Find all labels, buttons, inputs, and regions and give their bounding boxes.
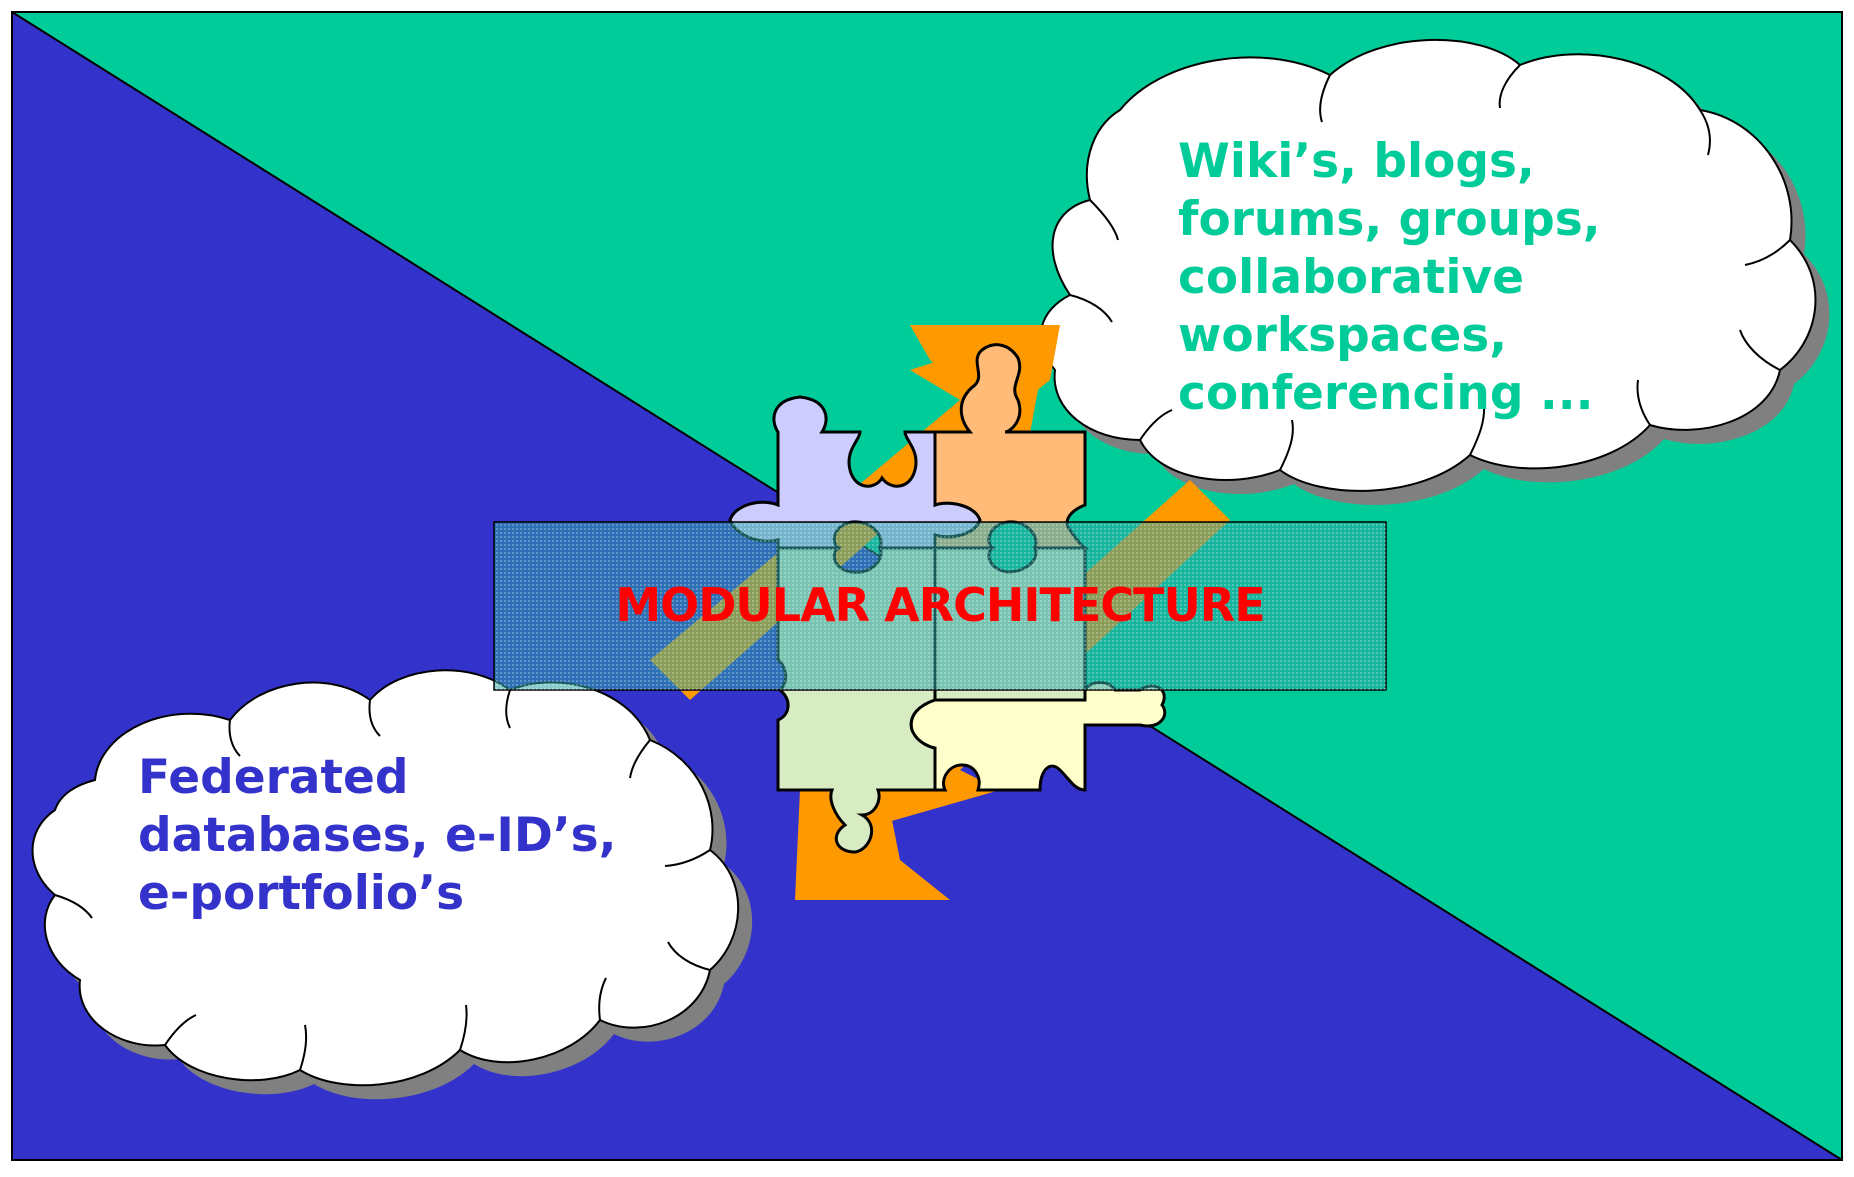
bottom-cloud-text: Federated databases, e-ID’s, e-portfolio… xyxy=(138,749,617,923)
bottom-cloud-line: databases, e-ID’s, xyxy=(138,808,617,863)
top-cloud-line: Wiki’s, blogs, xyxy=(1178,134,1535,189)
bottom-cloud-line: Federated xyxy=(138,750,409,805)
top-cloud-line: conferencing ... xyxy=(1178,366,1594,421)
top-cloud-line: workspaces, xyxy=(1178,308,1508,363)
slide-border xyxy=(11,11,1843,1161)
top-cloud xyxy=(1039,38,1830,505)
top-cloud-line: collaborative xyxy=(1178,250,1525,305)
top-cloud-line: forums, groups, xyxy=(1178,192,1601,247)
bottom-cloud-line: e-portfolio’s xyxy=(138,866,465,921)
center-label: MODULAR ARCHITECTURE xyxy=(494,520,1386,690)
top-cloud-text: Wiki’s, blogs, forums, groups, collabora… xyxy=(1178,133,1601,423)
bottom-cloud xyxy=(31,669,753,1100)
center-label-text: MODULAR ARCHITECTURE xyxy=(615,578,1265,632)
center-banner-texture xyxy=(494,522,1386,690)
